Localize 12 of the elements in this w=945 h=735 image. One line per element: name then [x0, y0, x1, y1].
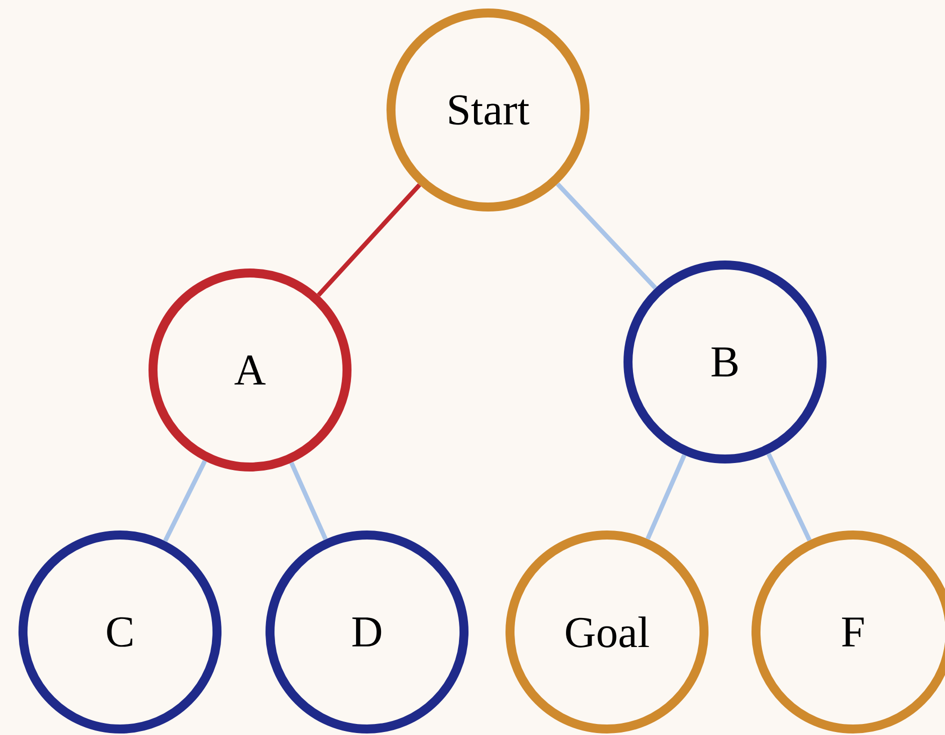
circle-node: D — [266, 530, 468, 734]
circle-node: B — [624, 260, 826, 464]
circle-node: A — [148, 268, 352, 472]
connector-line — [289, 462, 328, 540]
circle-node: Goal — [506, 530, 708, 734]
connector-line — [646, 454, 686, 540]
connector-line — [556, 182, 658, 290]
circle-node: C — [18, 530, 222, 734]
connector-line — [766, 452, 812, 542]
connector-line — [316, 183, 422, 297]
circle-node: Start — [386, 8, 590, 212]
connector-line — [163, 460, 207, 542]
